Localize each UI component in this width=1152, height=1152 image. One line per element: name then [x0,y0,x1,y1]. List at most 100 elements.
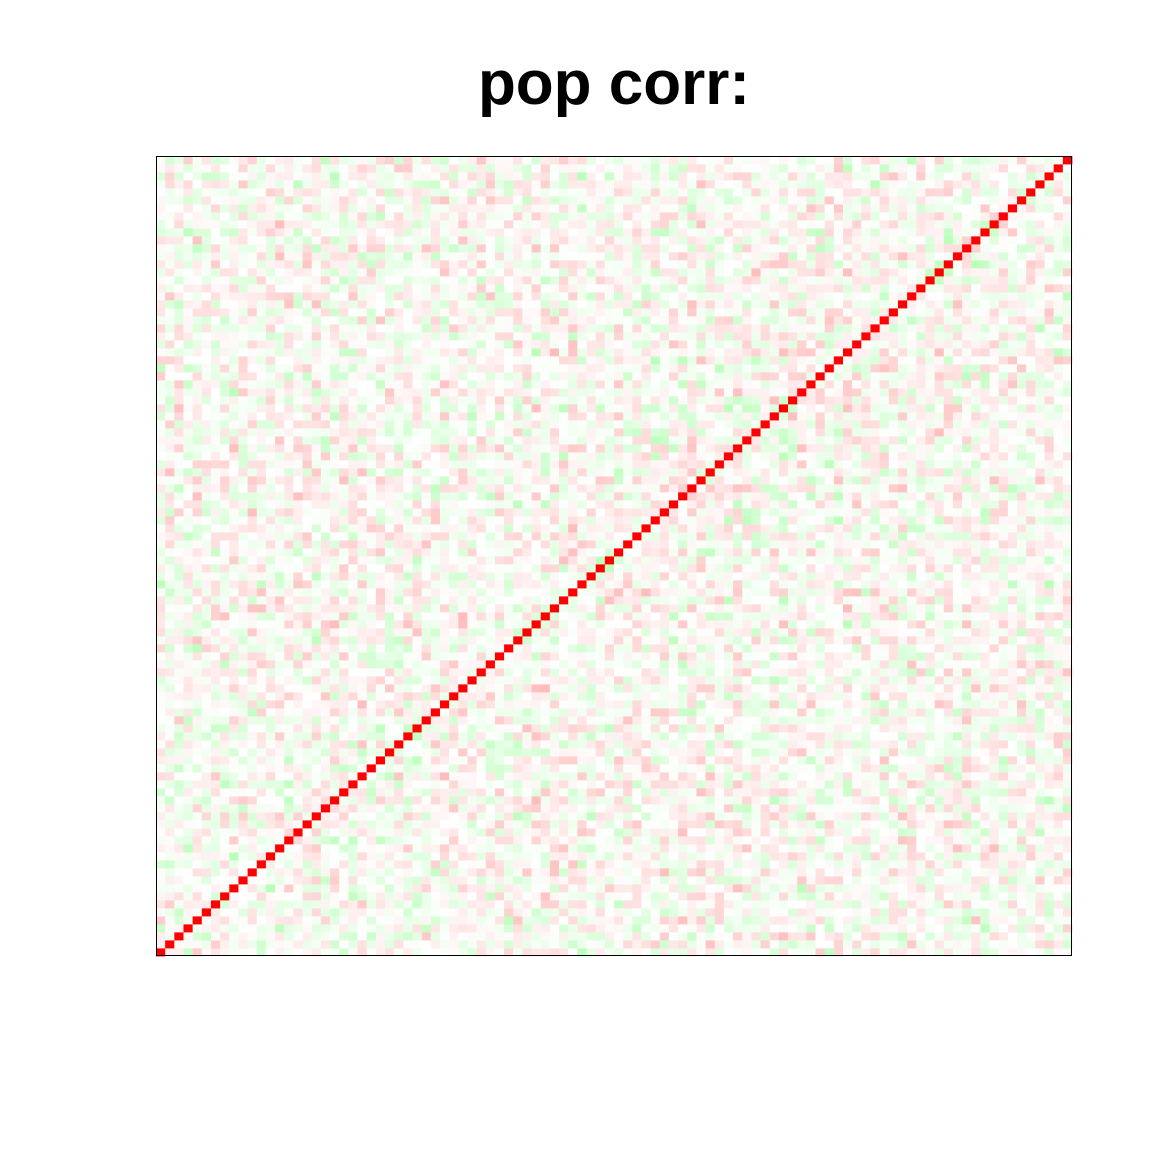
heatmap-cell [687,900,697,909]
heatmap-cell [1062,892,1073,901]
heatmap-cell [586,892,597,901]
heatmap-cell [659,900,670,909]
heatmap-cell [833,860,844,869]
heatmap-cell [210,884,221,893]
heatmap-cell [733,692,743,701]
heatmap-cell [247,644,258,653]
heatmap-cell [797,932,807,941]
heatmap-cell [559,676,569,685]
heatmap-cell [760,900,771,909]
heatmap-cell [1044,692,1055,701]
heatmap-cell [540,572,551,581]
heatmap-cell [513,884,523,893]
heatmap-cell [531,788,542,797]
heatmap-cell [806,556,816,565]
heatmap-cell [760,828,771,837]
heatmap-cell [760,908,771,917]
heatmap-cell [934,668,945,677]
heatmap-cell [998,732,1009,741]
heatmap-cell [815,604,826,613]
heatmap-cell [870,916,881,925]
heatmap-cell [797,948,807,957]
heatmap-cell [778,708,789,717]
heatmap-cell [788,676,798,685]
heatmap-cell [540,564,551,573]
heatmap-cell [641,940,652,949]
heatmap-cell [375,844,386,853]
heatmap-cell [311,684,322,693]
heatmap-cell [687,700,697,709]
heatmap-cell [742,812,752,821]
heatmap-cell [916,572,926,581]
heatmap-cell [843,804,853,813]
heatmap-cell [962,748,972,757]
heatmap-cell [549,932,560,941]
heatmap-cell [366,828,377,837]
heatmap-cell [650,612,661,621]
heatmap-cell [806,604,816,613]
heatmap-cell [330,732,340,741]
heatmap-cell [641,804,652,813]
heatmap-cell [723,556,734,565]
heatmap-cell [174,796,184,805]
heatmap-cell [357,852,368,861]
heatmap-cell [733,708,743,717]
heatmap-cell [192,844,203,853]
heatmap-cell [760,924,771,933]
heatmap-cell [769,596,780,605]
heatmap-cell [962,724,972,733]
heatmap-cell [1044,660,1055,669]
heatmap-cell [320,772,331,781]
heatmap-cell [861,700,871,709]
heatmap-cell [852,836,862,845]
heatmap-cell [494,612,505,621]
heatmap-cell [952,804,963,813]
heatmap-cell [623,844,633,853]
heatmap-cell [265,756,276,765]
heatmap-cell [650,556,661,565]
heatmap-cell [861,844,871,853]
heatmap-cell [458,628,468,637]
heatmap-cell [971,652,981,661]
heatmap-cell [504,932,514,941]
heatmap-cell [797,580,807,589]
heatmap-cell [476,732,487,741]
heatmap-cell [632,620,642,629]
heatmap-cell [971,892,981,901]
heatmap-cell [412,692,423,701]
heatmap-cell [778,772,789,781]
heatmap-cell [559,924,569,933]
heatmap-cell [366,876,377,885]
heatmap-cell [421,940,432,949]
heatmap-cell [1062,644,1073,653]
heatmap-cell [1044,684,1055,693]
heatmap-cell [952,692,963,701]
heatmap-cell [165,668,175,677]
heatmap-cell [907,764,917,773]
heatmap-cell [962,892,972,901]
heatmap-cell [421,892,432,901]
heatmap-cell [971,812,981,821]
heatmap-cell [604,860,615,869]
heatmap-cell [513,596,523,605]
heatmap-cell [1035,652,1045,661]
heatmap-cell [476,764,487,773]
heatmap-cell [1007,604,1018,613]
heatmap-cell [284,820,294,829]
heatmap-cell [357,908,368,917]
heatmap-cell [357,652,368,661]
heatmap-cell-diagonal [320,804,331,813]
heatmap-cell [1026,684,1036,693]
heatmap-cell [394,724,404,733]
heatmap-cell [439,628,450,637]
heatmap-cell [668,836,679,845]
heatmap-cell [311,636,322,645]
heatmap-cell [824,756,835,765]
heatmap-cell [614,948,624,957]
heatmap-cell [1044,820,1055,829]
heatmap-cell [439,692,450,701]
heatmap-cell [467,852,477,861]
heatmap-cell [1053,764,1064,773]
heatmap-cell [952,932,963,941]
heatmap-cell [220,588,230,597]
